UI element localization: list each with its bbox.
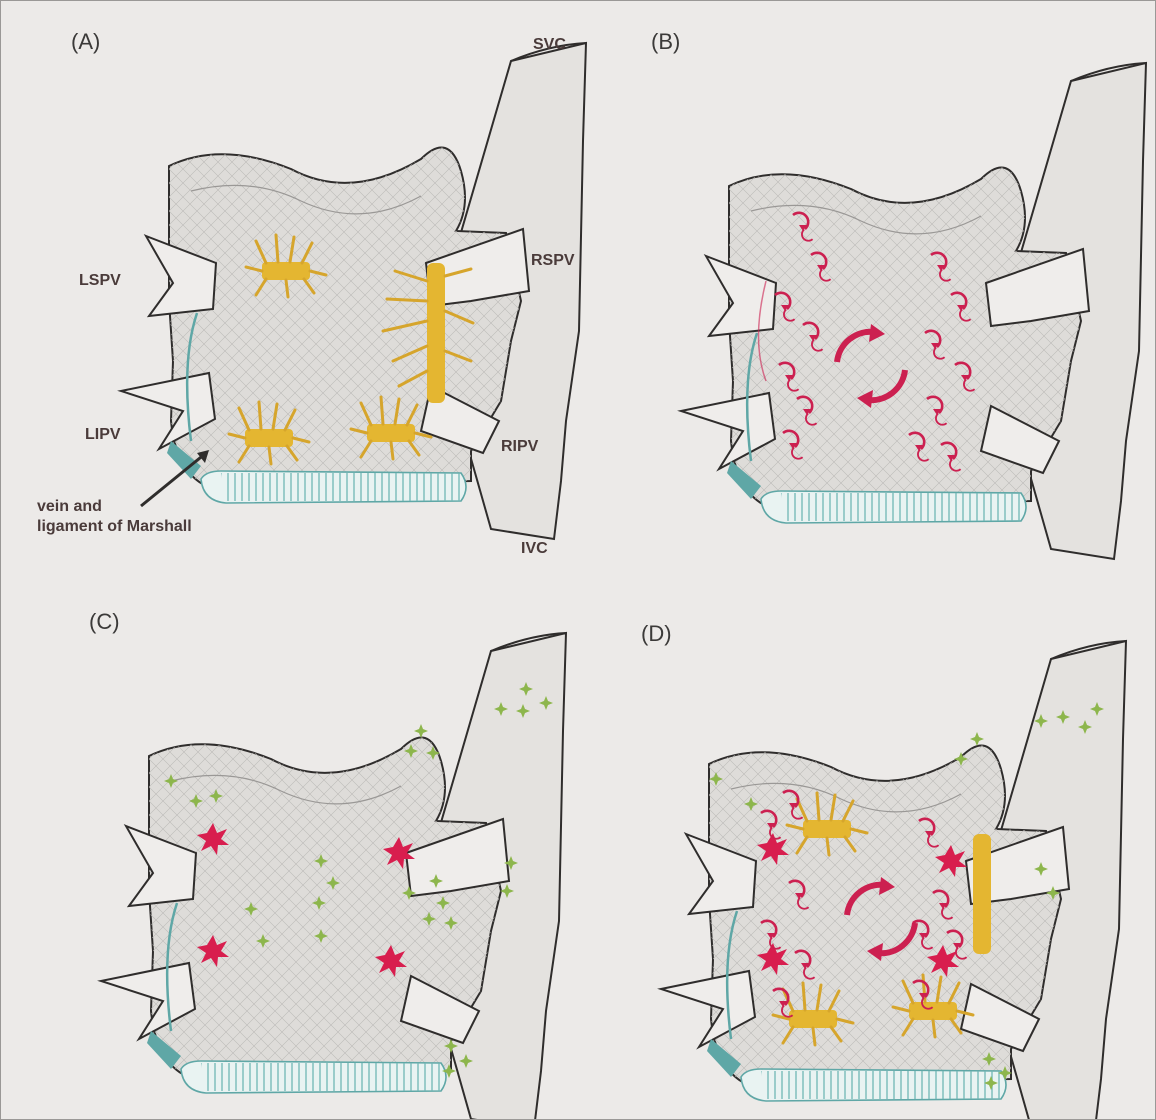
panel-letter-b: (B) <box>651 29 680 54</box>
label-svc: SVC <box>533 36 566 53</box>
ganglion-right-vertical <box>973 834 991 954</box>
panel-b: (B) <box>651 29 1146 559</box>
panel-a: (A) SVC LSPV RSPV LIPV RIPV vein and lig… <box>37 29 586 557</box>
panel-letter-c: (C) <box>89 609 120 634</box>
panel-letter-a: (A) <box>71 29 100 54</box>
label-lspv: LSPV <box>79 272 121 289</box>
spark <box>970 732 984 746</box>
heart-drawing <box>681 63 1146 559</box>
label-ivc: IVC <box>521 540 548 557</box>
panel-d: (D) <box>641 621 1126 1119</box>
heart-drawing <box>101 633 566 1119</box>
panel-letter-d: (D) <box>641 621 672 646</box>
spark <box>414 724 428 738</box>
label-marshall-line1: vein and <box>37 498 102 515</box>
label-ripv: RIPV <box>501 438 539 455</box>
label-rspv: RSPV <box>531 252 575 269</box>
panel-c: (C) <box>89 609 566 1119</box>
heart-drawing <box>661 641 1126 1119</box>
label-lipv: LIPV <box>85 426 121 443</box>
label-marshall-line2: ligament of Marshall <box>37 518 192 535</box>
